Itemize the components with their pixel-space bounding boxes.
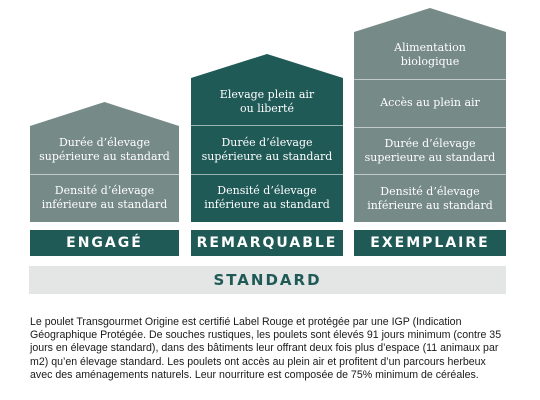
roof-remarquable (191, 54, 343, 78)
label-engage: ENGAGÉ (30, 230, 179, 256)
roof-engage (30, 102, 179, 126)
label-remarquable: REMARQUABLE (191, 230, 343, 256)
label-exemplaire: EXEMPLAIRE (354, 230, 506, 256)
description-text: Le poulet Transgourmet Origine est certi… (30, 316, 502, 381)
exemplaire-row-plein-air: Accès au plein air (354, 78, 506, 127)
roof-exemplaire (354, 8, 506, 32)
label-standard: STANDARD (29, 266, 506, 294)
